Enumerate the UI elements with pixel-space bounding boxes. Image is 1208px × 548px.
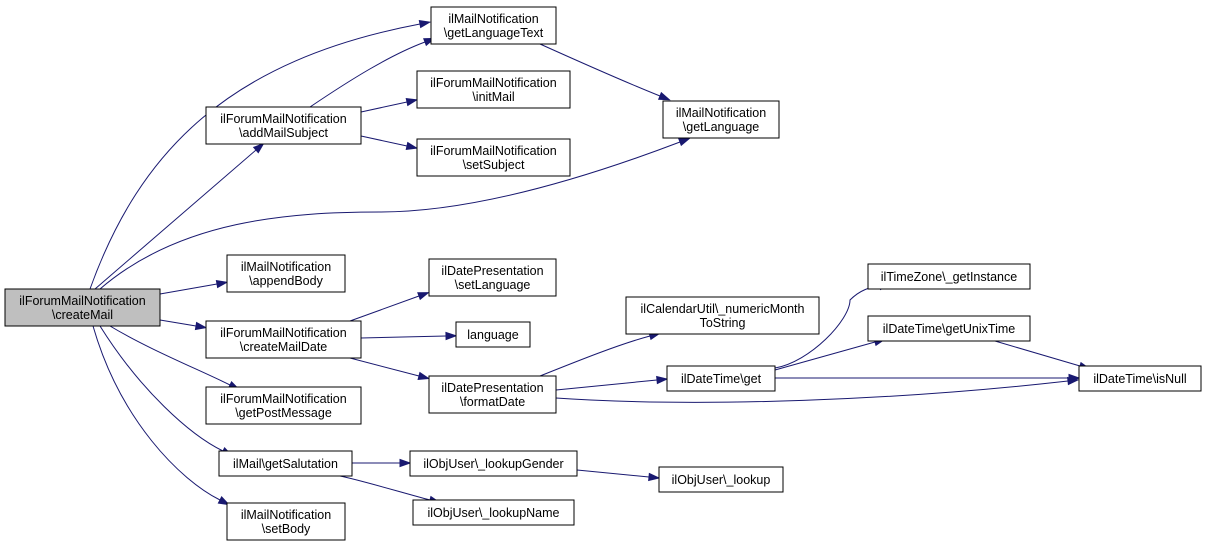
node-createMail-label-1: \createMail	[52, 308, 113, 322]
node-createMail[interactable]: ilForumMailNotification\createMail	[4, 288, 161, 327]
edge-addMailSubject-to-setSubject	[360, 135, 419, 151]
node-createMailDate[interactable]: ilForumMailNotification\createMailDate	[205, 320, 362, 359]
node-createMailDate-label-1: \createMailDate	[240, 340, 328, 354]
edge-createMail-to-createMailDate	[159, 319, 208, 331]
node-getUnixTime-label-0: ilDateTime\getUnixTime	[883, 322, 1015, 336]
edge-formatDate-to-dtGet	[555, 375, 669, 391]
edge-dtGet-to-isNull	[775, 373, 1081, 383]
node-isNull-label-0: ilDateTime\isNull	[1093, 372, 1186, 386]
node-lookupName[interactable]: ilObjUser\_lookupName	[412, 499, 575, 526]
node-getPostMessage-label-0: ilForumMailNotification	[220, 392, 346, 406]
node-getSalutation[interactable]: ilMail\getSalutation	[218, 450, 353, 477]
node-setSubject[interactable]: ilForumMailNotification\setSubject	[416, 138, 571, 177]
node-setBody-label-0: ilMailNotification	[241, 508, 331, 522]
node-numericMonth-label-1: ToString	[700, 316, 746, 330]
node-getSalutation-label-0: ilMail\getSalutation	[233, 457, 338, 471]
edge-createMail-to-addMailSubject	[94, 142, 265, 290]
edge-createMailDate-to-language	[360, 331, 458, 341]
node-getLanguageText-label-0: ilMailNotification	[448, 12, 538, 26]
node-initMail-label-1: \initMail	[472, 90, 514, 104]
edge-getSalutation-to-lookupName	[339, 475, 442, 504]
edge-addMailSubject-to-initMail	[360, 97, 419, 113]
node-lookup-label-0: ilObjUser\_lookup	[672, 473, 771, 487]
node-dtGet[interactable]: ilDateTime\get	[666, 365, 776, 392]
node-isNull[interactable]: ilDateTime\isNull	[1078, 365, 1202, 392]
edge-lookupGender-to-lookup	[576, 469, 661, 482]
node-language-label-0: language	[467, 328, 518, 342]
node-dpSetLanguage[interactable]: ilDatePresentation\setLanguage	[428, 258, 557, 297]
node-dpSetLanguage-label-1: \setLanguage	[455, 278, 531, 292]
node-appendBody-label-1: \appendBody	[249, 274, 323, 288]
node-formatDate-label-0: ilDatePresentation	[441, 381, 543, 395]
node-setSubject-label-0: ilForumMailNotification	[430, 144, 556, 158]
node-lookupGender[interactable]: ilObjUser\_lookupGender	[409, 450, 578, 477]
node-setBody-label-1: \setBody	[262, 522, 311, 536]
node-createMail-label-0: ilForumMailNotification	[19, 294, 145, 308]
node-dpSetLanguage-label-0: ilDatePresentation	[441, 264, 543, 278]
node-lookupName-label-0: ilObjUser\_lookupName	[427, 506, 559, 520]
node-getLanguage[interactable]: ilMailNotification\getLanguage	[662, 100, 780, 139]
node-addMailSubject-label-1: \addMailSubject	[239, 126, 328, 140]
edge-formatDate-to-numericMonth	[539, 332, 662, 377]
node-appendBody[interactable]: ilMailNotification\appendBody	[226, 254, 346, 293]
node-formatDate[interactable]: ilDatePresentation\formatDate	[428, 375, 557, 414]
edge-addMailSubject-to-getLanguageText	[309, 37, 436, 108]
node-getLanguage-label-1: \getLanguage	[683, 120, 760, 134]
edge-getLanguageText-to-getLanguage	[539, 43, 671, 101]
node-getUnixTime[interactable]: ilDateTime\getUnixTime	[867, 315, 1031, 342]
edge-createMail-to-getLanguageText	[89, 19, 432, 290]
node-tzInstance-label-0: ilTimeZone\_getInstance	[881, 270, 1017, 284]
node-initMail[interactable]: ilForumMailNotification\initMail	[416, 70, 571, 109]
nodes: ilForumMailNotification\createMaililMail…	[4, 6, 1202, 541]
node-initMail-label-0: ilForumMailNotification	[430, 76, 556, 90]
node-getLanguage-label-0: ilMailNotification	[676, 106, 766, 120]
edge-createMail-to-setBody	[92, 325, 231, 506]
node-lookupGender-label-0: ilObjUser\_lookupGender	[423, 457, 563, 471]
edge-dtGet-to-getUnixTime	[774, 338, 887, 371]
edge-getSalutation-to-lookupGender	[352, 458, 412, 468]
node-getPostMessage-label-1: \getPostMessage	[235, 406, 332, 420]
edge-formatDate-to-isNull	[555, 376, 1080, 403]
node-getLanguageText-label-1: \getLanguageText	[444, 26, 544, 40]
node-formatDate-label-1: \formatDate	[460, 395, 525, 409]
edge-createMailDate-to-dpSetLanguage	[349, 292, 430, 322]
node-numericMonth-label-0: ilCalendarUtil\_numericMonth	[641, 302, 805, 316]
node-addMailSubject[interactable]: ilForumMailNotification\addMailSubject	[205, 106, 362, 145]
edge-createMail-to-getLanguage	[99, 137, 691, 290]
node-appendBody-label-0: ilMailNotification	[241, 260, 331, 274]
node-getLanguageText[interactable]: ilMailNotification\getLanguageText	[430, 6, 557, 45]
node-dtGet-label-0: ilDateTime\get	[681, 372, 762, 386]
node-setBody[interactable]: ilMailNotification\setBody	[226, 502, 346, 541]
node-setSubject-label-1: \setSubject	[463, 158, 525, 172]
node-lookup[interactable]: ilObjUser\_lookup	[658, 466, 784, 493]
edge-createMail-to-appendBody	[159, 279, 229, 295]
node-getPostMessage[interactable]: ilForumMailNotification\getPostMessage	[205, 386, 362, 425]
node-createMailDate-label-0: ilForumMailNotification	[220, 326, 346, 340]
edge-createMailDate-to-formatDate	[349, 357, 431, 380]
edge-getUnixTime-to-isNull	[994, 340, 1092, 370]
node-addMailSubject-label-0: ilForumMailNotification	[220, 112, 346, 126]
node-tzInstance[interactable]: ilTimeZone\_getInstance	[867, 263, 1031, 290]
node-language[interactable]: language	[455, 321, 531, 348]
